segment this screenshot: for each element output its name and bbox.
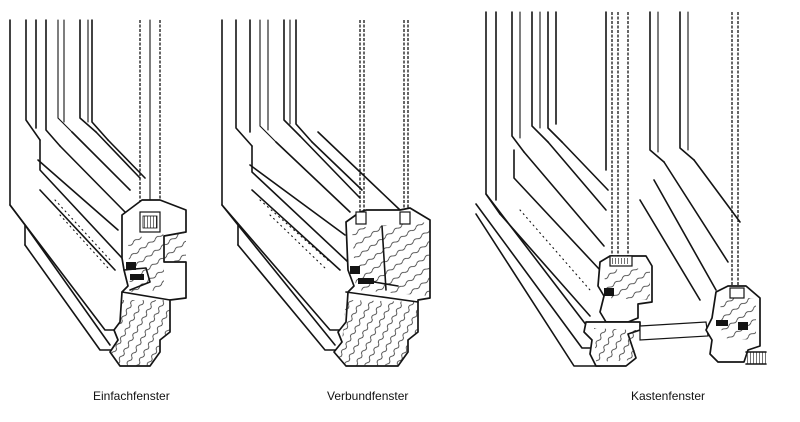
kastenfenster-drawing: [475, 11, 767, 367]
caption-einfachfenster: Einfachfenster: [93, 389, 170, 403]
verbundfenster-drawing: [221, 19, 431, 367]
caption-kastenfenster: Kastenfenster: [631, 389, 706, 403]
einfachfenster-drawing: [9, 19, 187, 367]
caption-verbundfenster: Verbundfenster: [327, 389, 409, 403]
